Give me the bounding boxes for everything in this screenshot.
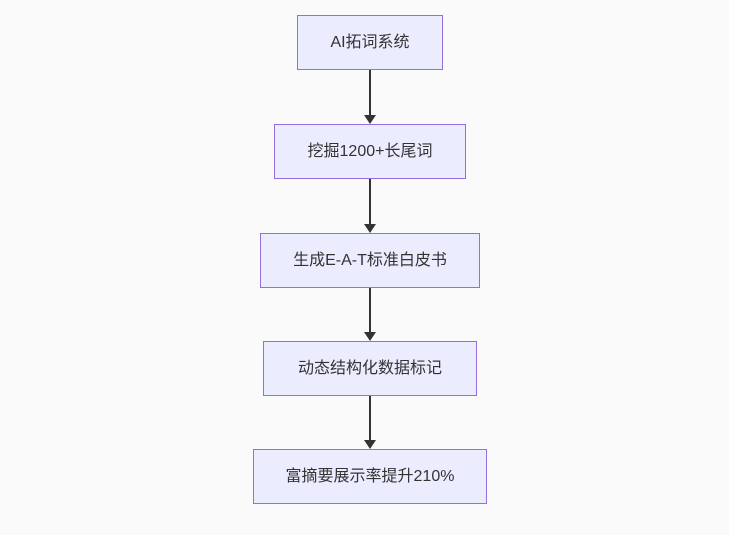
flow-node-eat-whitepaper: 生成E-A-T标准白皮书 — [260, 233, 480, 288]
flow-arrow — [364, 396, 376, 449]
arrow-line — [369, 288, 371, 334]
flow-node-label: 动态结构化数据标记 — [297, 359, 442, 377]
arrow-line — [369, 396, 371, 442]
arrowhead-icon — [364, 224, 376, 233]
flow-node-label: 生成E-A-T标准白皮书 — [293, 251, 447, 269]
flow-arrow — [364, 179, 376, 233]
arrowhead-icon — [364, 440, 376, 449]
flow-node-ai-expansion-system: AI拓词系统 — [297, 15, 443, 70]
arrow-line — [369, 70, 371, 117]
arrow-line — [369, 179, 371, 226]
flow-node-label: 挖掘1200+长尾词 — [307, 142, 433, 160]
arrowhead-icon — [364, 115, 376, 124]
flow-arrow — [364, 70, 376, 124]
arrowhead-icon — [364, 332, 376, 341]
flow-arrow — [364, 288, 376, 341]
flow-node-label: AI拓词系统 — [330, 33, 410, 51]
flow-node-label: 富摘要展示率提升210% — [285, 467, 455, 485]
flow-node-longtail-mining: 挖掘1200+长尾词 — [274, 124, 466, 179]
flow-node-structured-data-markup: 动态结构化数据标记 — [263, 341, 477, 396]
flow-node-rich-snippet-result: 富摘要展示率提升210% — [253, 449, 487, 504]
